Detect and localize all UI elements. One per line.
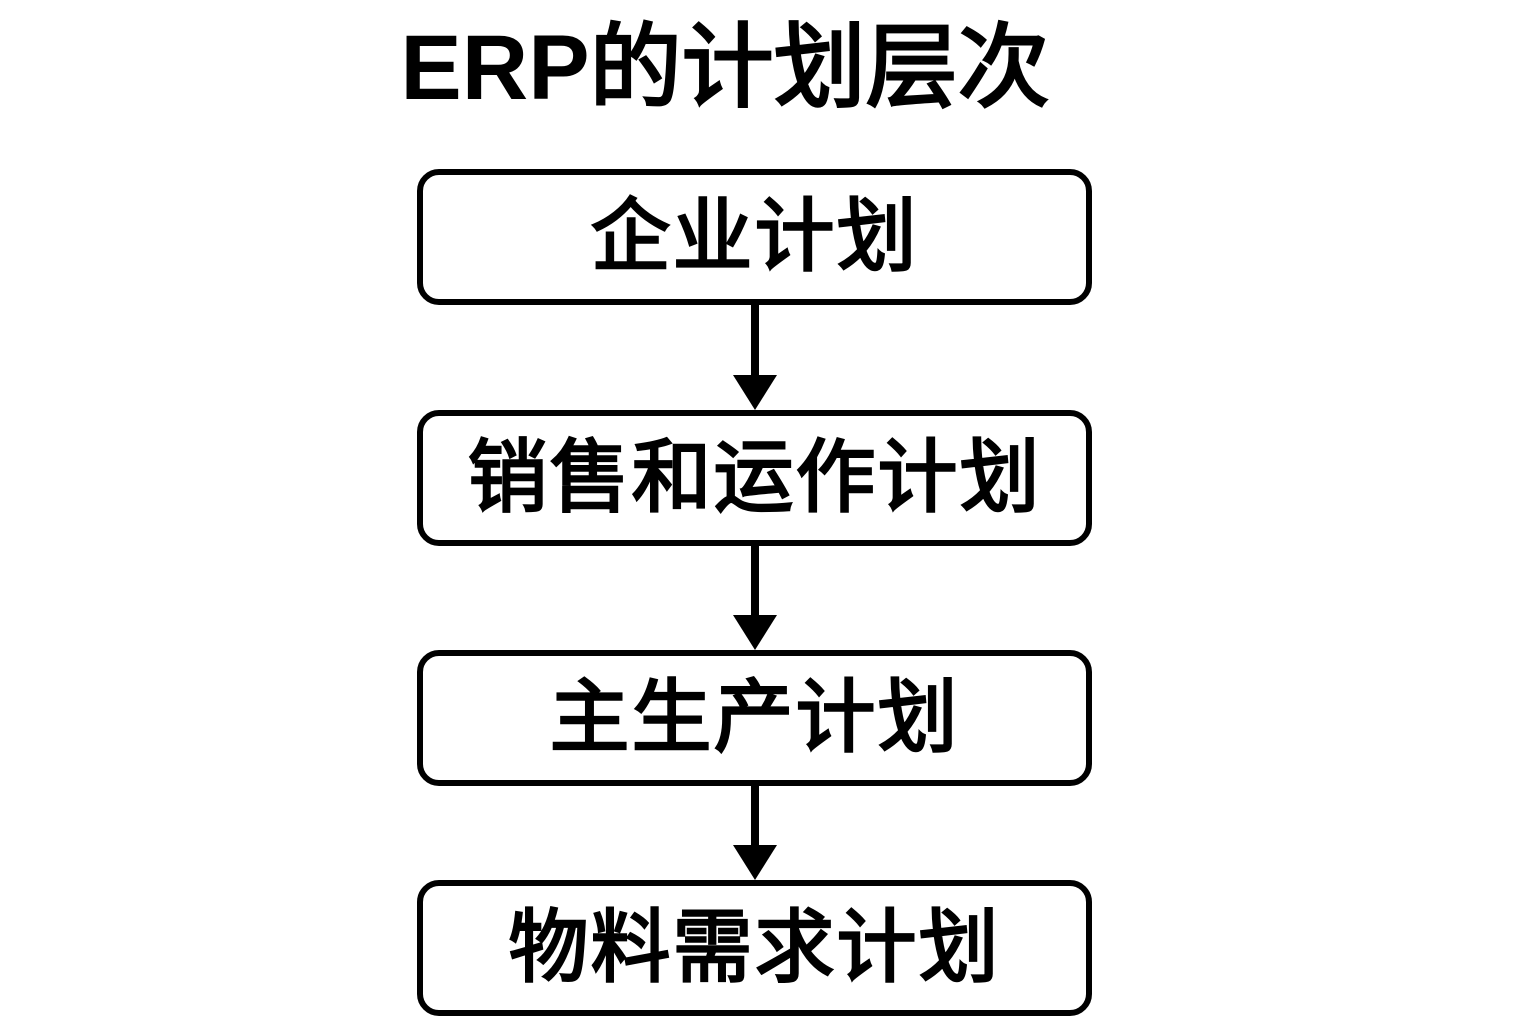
arrow-shaft: [751, 305, 759, 377]
flow-node-label: 企业计划: [590, 192, 919, 281]
arrow-head: [733, 845, 777, 880]
arrow-head: [733, 375, 777, 410]
flow-node-enterprise-plan[interactable]: 企业计划: [417, 169, 1092, 305]
flow-node-master-production-schedule[interactable]: 主生产计划: [417, 650, 1092, 786]
arrow-shaft: [751, 546, 759, 617]
flow-node-label: 销售和运作计划: [467, 433, 1042, 522]
page-title: ERP的计划层次: [400, 17, 1050, 119]
flow-node-material-requirements-plan[interactable]: 物料需求计划: [417, 880, 1092, 1016]
flow-node-sales-and-operations-plan[interactable]: 销售和运作计划: [417, 410, 1092, 546]
flow-node-label: 主生产计划: [549, 673, 960, 762]
arrow-head: [733, 615, 777, 650]
flow-arrow-down-icon: [733, 305, 777, 410]
flow-node-label: 物料需求计划: [508, 903, 1001, 992]
flow-arrow-down-icon: [733, 546, 777, 650]
arrow-shaft: [751, 786, 759, 847]
flow-arrow-down-icon: [733, 786, 777, 880]
